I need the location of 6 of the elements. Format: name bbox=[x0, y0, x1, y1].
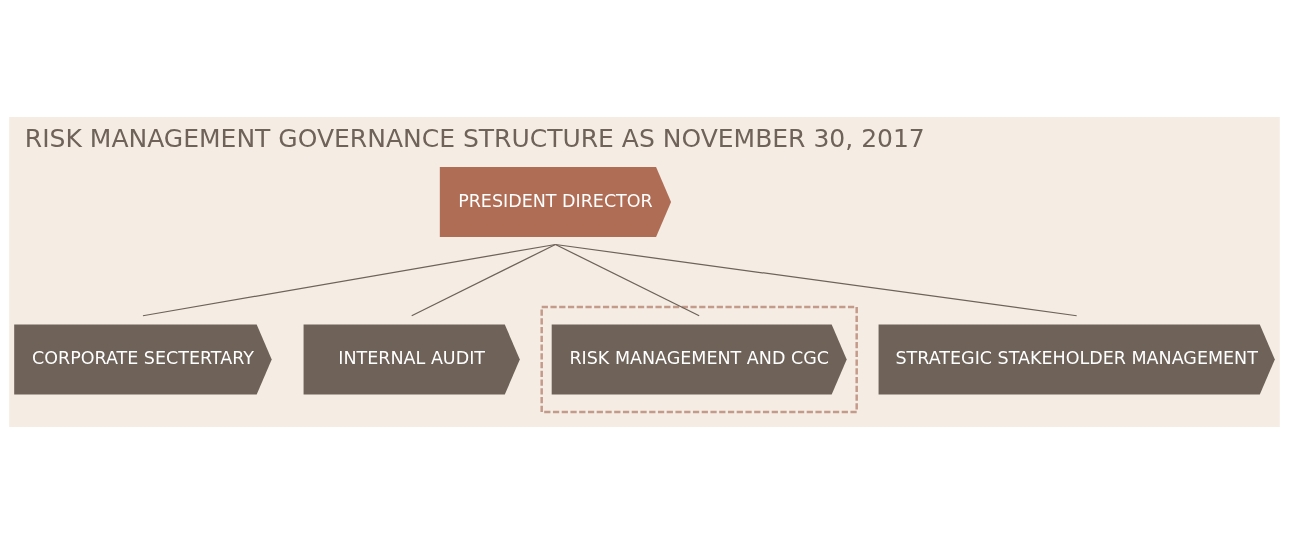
connector bbox=[554, 243, 1078, 317]
cluster bbox=[540, 305, 858, 414]
connector bbox=[142, 243, 557, 317]
connector bbox=[554, 243, 700, 317]
connector bbox=[411, 243, 557, 317]
diagram-title: RISK MANAGEMENT GOVERNANCE STRUCTURE AS NOVEMBER 30, 2017 bbox=[24, 124, 925, 153]
